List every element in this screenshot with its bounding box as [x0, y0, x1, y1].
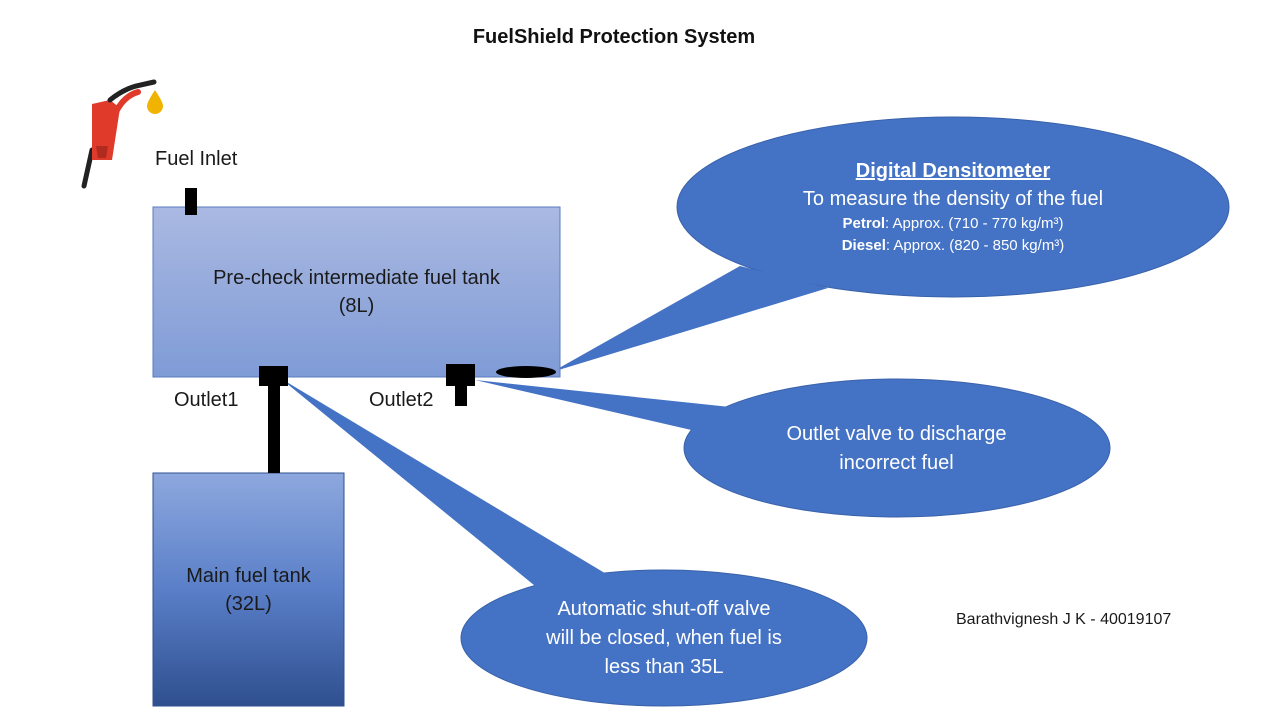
main-tank-capacity: (32L) [225, 593, 272, 615]
pre-tank-label: Pre-check intermediate fuel tank (8L) [153, 264, 560, 320]
outlet-valve-callout [475, 378, 1111, 518]
outlet-valve-line2: incorrect fuel [839, 452, 954, 474]
outlet1-valve [259, 366, 288, 473]
pre-check-tank [152, 206, 561, 378]
diesel-density: Diesel: Approx. (820 - 850 kg/m³) [690, 235, 1216, 257]
outlet1-label: Outlet1 [174, 389, 239, 411]
diagram-title: FuelShield Protection System [472, 26, 756, 48]
densitometer-heading: Digital Densitometer [855, 160, 1051, 182]
shutoff-callout [280, 378, 868, 707]
outlet2-label: Outlet2 [369, 389, 434, 411]
densitometer-description: To measure the density of the fuel [802, 188, 1104, 210]
author-credit: Barathvignesh J K - 40019107 [956, 611, 1172, 628]
densitometer-sensor [496, 366, 556, 378]
main-fuel-tank [152, 472, 345, 707]
shutoff-line3: less than 35L [604, 656, 724, 678]
diesel-label: Diesel [841, 237, 886, 254]
diesel-value: : Approx. (820 - 850 kg/m³) [885, 237, 1065, 254]
inlet-pipe [185, 188, 197, 215]
fuel-inlet-label: Fuel Inlet [155, 148, 238, 170]
petrol-value: : Approx. (710 - 770 kg/m³) [885, 215, 1064, 232]
petrol-density: Petrol: Approx. (710 - 770 kg/m³) [690, 213, 1216, 235]
fuel-nozzle-icon [81, 79, 157, 189]
main-tank-name: Main fuel tank [186, 565, 311, 587]
outlet-valve-line1: Outlet valve to discharge [786, 423, 1007, 445]
shutoff-text: Automatic shut-off valve will be closed,… [476, 595, 852, 682]
main-tank-label: Main fuel tank (32L) [153, 562, 344, 618]
outlet-valve-text: Outlet valve to discharge incorrect fuel [700, 420, 1093, 478]
fuel-drop-icon [147, 90, 163, 114]
densitometer-callout [552, 116, 1230, 372]
shutoff-line2: will be closed, when fuel is [546, 627, 782, 649]
pre-tank-capacity: (8L) [338, 295, 375, 317]
pre-tank-name: Pre-check intermediate fuel tank [213, 267, 500, 289]
petrol-label: Petrol [842, 215, 886, 232]
densitometer-text: Digital Densitometer To measure the dens… [690, 157, 1216, 257]
outlet2-valve [446, 364, 475, 406]
shutoff-line1: Automatic shut-off valve [557, 598, 771, 620]
